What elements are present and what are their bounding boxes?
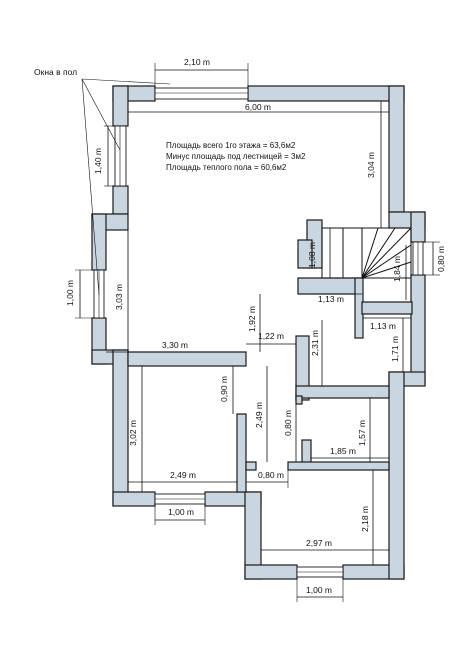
dim-lower-left-w: 2,49 m — [170, 470, 196, 480]
wall-right-upper — [410, 211, 426, 243]
windows-callout: Окна в пол — [34, 67, 171, 296]
dim-lower-right-w: 2,97 m — [306, 538, 332, 548]
wall-stair-right — [361, 301, 413, 315]
walls — [91, 85, 426, 580]
dim-stair-right: 1,84 m — [392, 256, 402, 282]
dim-left-mid-window: 1,00 m — [65, 280, 75, 306]
dim-room-w: 3,30 m — [162, 340, 188, 350]
wall-top-right — [247, 85, 405, 102]
wall-right-lower — [388, 371, 405, 580]
wall-stair-left-step — [297, 239, 313, 269]
window-left-top — [114, 125, 127, 187]
wall-bottom-left-a — [112, 491, 156, 507]
dim-left-room-h: 3,03 m — [114, 284, 124, 310]
note-warm-floor: Площадь теплого пола = 60,6м2 — [166, 163, 287, 172]
dimension-lines — [75, 63, 440, 602]
dim-small-h: 0,80 m — [283, 410, 293, 436]
dim-right-room-h: 1,71 m — [390, 336, 400, 362]
wall-mid-horizontal — [287, 461, 390, 471]
note-minus-stairs: Минус площадь под лестницей = 3м2 — [166, 152, 306, 161]
dimension-labels: 2,10 m 6,00 m 1,40 m 3,04 m 1,00 m 3,03 … — [65, 57, 446, 595]
dim-lower-right-h: 2,18 m — [360, 506, 370, 532]
dim-right-window: 0,80 m — [436, 246, 446, 272]
wall-corridor — [236, 413, 247, 493]
area-notes: Площадь всего 1го этажа = 63,6м2 Минус п… — [166, 141, 306, 172]
dim-stair-bottom-w: 1,13 m — [318, 294, 344, 304]
dim-top-window: 2,10 m — [184, 57, 210, 67]
staircase — [321, 227, 412, 279]
dim-mid-h: 1,57 m — [357, 420, 367, 446]
dim-stair-h: 1,08 m — [307, 242, 317, 268]
dim-lower-left-h: 3,02 m — [128, 420, 138, 446]
wall-bath-stub — [295, 395, 303, 405]
wall-bottom-a — [244, 564, 298, 580]
dim-hall-h: 1,92 m — [247, 306, 257, 332]
wall-right-mid — [410, 274, 426, 386]
window-top — [154, 87, 249, 100]
wall-left-top — [112, 85, 129, 127]
dim-bottom-left-window: 1,00 m — [168, 507, 194, 517]
dim-bath-h: 2,31 m — [310, 330, 320, 356]
dim-mid-w: 1,85 m — [330, 446, 356, 456]
dim-right-upper-h: 3,04 m — [366, 152, 376, 178]
dim-left-window: 1,40 m — [93, 148, 103, 174]
dim-hall-w: 1,22 m — [258, 331, 284, 341]
dim-corridor-h: 2,49 m — [254, 402, 264, 428]
dim-bottom-right-window: 1,00 m — [306, 585, 332, 595]
wall-corridor-stub — [245, 461, 257, 471]
callout-windows-in-floor: Окна в пол — [34, 67, 77, 77]
dim-top-width: 6,00 m — [245, 102, 271, 112]
dim-door-h: 0,90 m — [219, 376, 229, 402]
dim-right-small-w: 1,13 m — [370, 321, 396, 331]
wall-left-lower — [112, 349, 129, 506]
wall-left-upper — [112, 185, 129, 215]
wall-right-top — [388, 85, 405, 213]
dim-door-w: 0,80 m — [258, 470, 284, 480]
note-total-area: Площадь всего 1го этажа = 63,6м2 — [166, 141, 296, 150]
wall-interior-horizontal — [127, 351, 247, 367]
wall-left-mid-a — [91, 213, 107, 271]
wall-bath-bottom — [295, 385, 390, 399]
wall-stair-bottom — [297, 277, 363, 295]
